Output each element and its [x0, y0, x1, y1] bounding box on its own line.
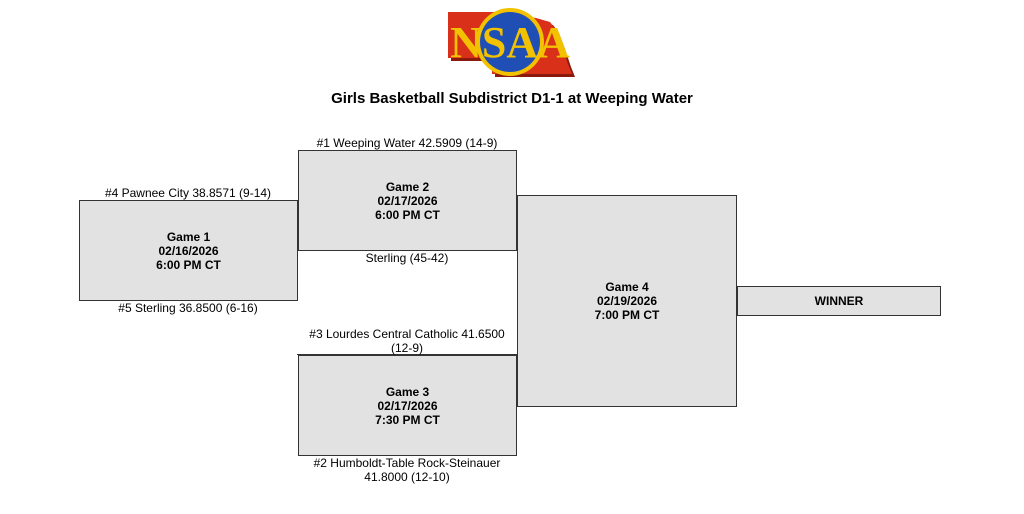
game3-date: 02/17/2026 — [377, 398, 438, 413]
nsaa-logo: NSAA — [448, 8, 575, 77]
team-seed5-label: #5 Sterling 36.8500 (6-16) — [118, 301, 258, 315]
game1-time: 6:00 PM CT — [156, 257, 221, 272]
game4-name: Game 4 — [605, 280, 649, 294]
game3-time: 7:30 PM CT — [375, 412, 440, 427]
game2-date: 02/17/2026 — [377, 193, 438, 208]
team-seed2-label-line1: #2 Humboldt-Table Rock-Steinauer — [313, 456, 501, 470]
game4-box: Game 4 02/19/2026 7:00 PM CT — [517, 195, 737, 407]
winner-box: WINNER — [737, 286, 941, 316]
team-seed1-label: #1 Weeping Water 42.5909 (14-9) — [316, 136, 498, 150]
game3-box: Game 3 02/17/2026 7:30 PM CT — [298, 355, 517, 456]
game3-name: Game 3 — [385, 384, 430, 399]
team-seed3-label-line2: (12-9) — [390, 341, 423, 355]
team-seed4-label: #4 Pawnee City 38.8571 (9-14) — [104, 186, 272, 200]
game1-name: Game 1 — [166, 229, 211, 244]
game2-box: Game 2 02/17/2026 6:00 PM CT — [298, 150, 517, 251]
page-title: Girls Basketball Subdistrict D1-1 at Wee… — [331, 90, 693, 107]
winner-label: WINNER — [814, 294, 864, 308]
team-seed2-label-line2: 41.8000 (12-10) — [364, 470, 450, 484]
logo-text: NSAA — [450, 18, 570, 67]
game1-date: 02/16/2026 — [158, 243, 219, 258]
game2-time: 6:00 PM CT — [375, 207, 440, 222]
game1-box: Game 1 02/16/2026 6:00 PM CT — [79, 200, 298, 301]
game4-date: 02/19/2026 — [596, 294, 658, 308]
game2-name: Game 2 — [385, 179, 430, 194]
team-seed3-label-line1: #3 Lourdes Central Catholic 41.6500 — [309, 327, 505, 341]
game1-result-label: Sterling (45-42) — [365, 251, 449, 265]
game4-time: 7:00 PM CT — [594, 308, 660, 322]
connector-g3-g4 — [297, 354, 517, 355]
